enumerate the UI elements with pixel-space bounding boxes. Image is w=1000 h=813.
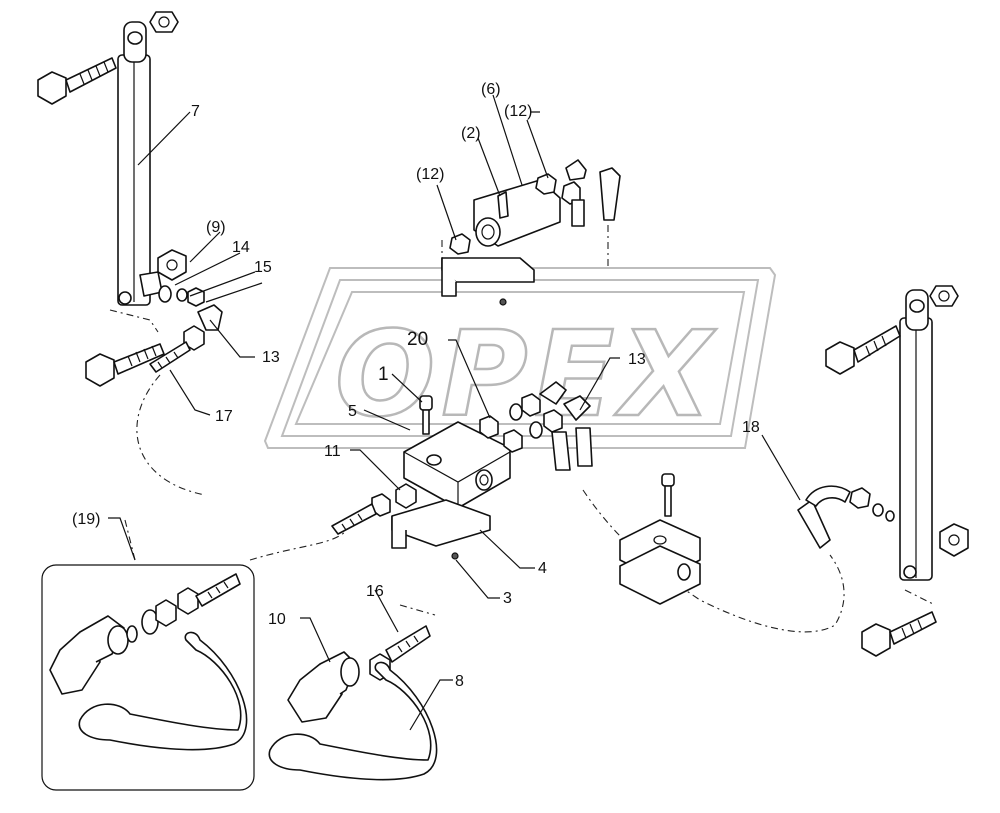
callout-13-center: 13 bbox=[628, 351, 646, 368]
callout-7: 7 bbox=[191, 103, 200, 120]
callout-11: 11 bbox=[324, 443, 341, 460]
left-cylinder bbox=[37, 11, 223, 387]
watermark-logo: OPEX bbox=[263, 267, 777, 449]
callout-13-left: 13 bbox=[262, 349, 280, 366]
central-valve-block bbox=[331, 381, 593, 560]
callout-16: 16 bbox=[366, 583, 384, 600]
callout-18: 18 bbox=[742, 419, 760, 436]
callout-14: 14 bbox=[232, 239, 250, 256]
callout-5: 5 bbox=[348, 403, 357, 420]
leader-lines bbox=[108, 94, 801, 731]
callout-10: 10 bbox=[268, 611, 286, 628]
callout-12-left: (12) bbox=[416, 166, 444, 183]
callout-6: (6) bbox=[481, 81, 501, 98]
callout-1: 1 bbox=[378, 364, 389, 385]
quick-coupling-group bbox=[41, 564, 255, 791]
callout-20: 20 bbox=[407, 329, 428, 350]
callout-4: 4 bbox=[538, 560, 547, 577]
callout-15: 15 bbox=[254, 259, 272, 276]
watermark-text: OPEX bbox=[335, 305, 717, 443]
callout-17: 17 bbox=[215, 408, 233, 425]
clamp-block bbox=[619, 473, 701, 605]
callout-12-top: (12) bbox=[504, 103, 532, 120]
right-cylinder bbox=[797, 285, 969, 657]
callout-3: 3 bbox=[503, 590, 512, 607]
callout-2: (2) bbox=[461, 125, 481, 142]
top-valve-assembly bbox=[441, 159, 621, 306]
callout-8: 8 bbox=[455, 673, 464, 690]
callout-9: (9) bbox=[206, 219, 226, 236]
hose-routing-lines bbox=[109, 225, 936, 633]
callout-labels: 1 (2) 3 4 5 (6) 7 8 (9) 10 11 (12) (12) … bbox=[72, 81, 760, 690]
callout-19: (19) bbox=[72, 511, 100, 528]
second-coupling-group bbox=[268, 625, 438, 781]
